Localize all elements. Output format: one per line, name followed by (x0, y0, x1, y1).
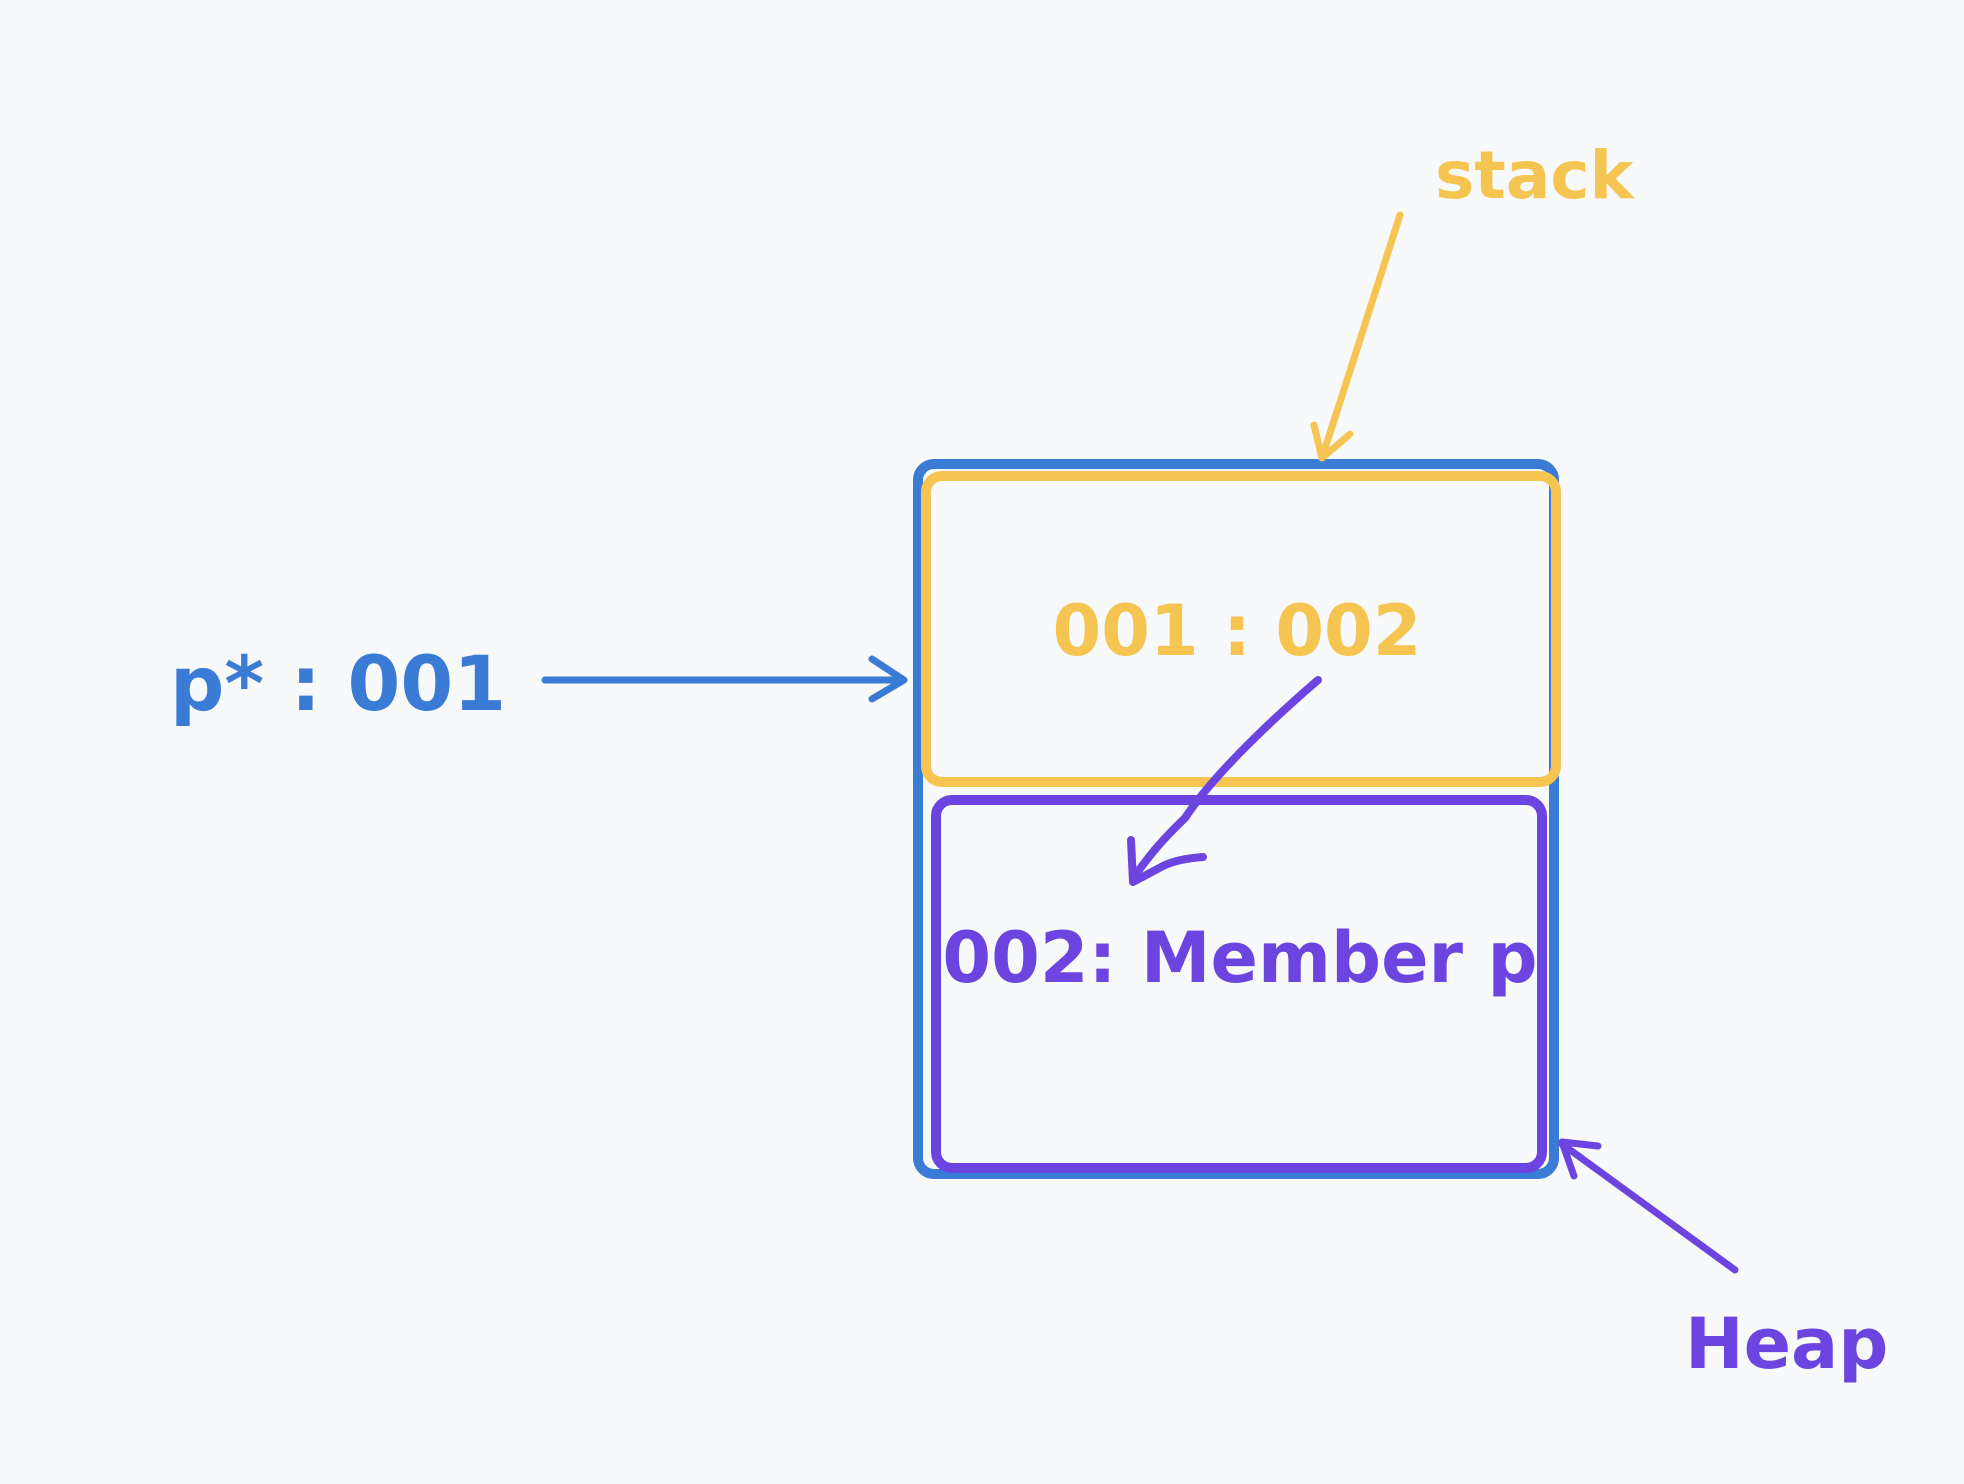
stack-box (921, 471, 1561, 787)
stack-caption: stack (1435, 137, 1635, 214)
stack-cell-label: 001 : 002 (1053, 590, 1422, 672)
heap-cell-label: 002: Member p (942, 917, 1537, 999)
memory-container (913, 459, 1559, 1179)
stack-to-heap-arrow (1127, 676, 1322, 886)
heap-arrow (1558, 1138, 1739, 1274)
pointer-label: p* : 001 (170, 639, 506, 728)
stack-arrow (1310, 211, 1404, 462)
heap-caption: Heap (1685, 1303, 1888, 1385)
pointer-arrow (541, 655, 908, 703)
heap-box (931, 795, 1547, 1173)
